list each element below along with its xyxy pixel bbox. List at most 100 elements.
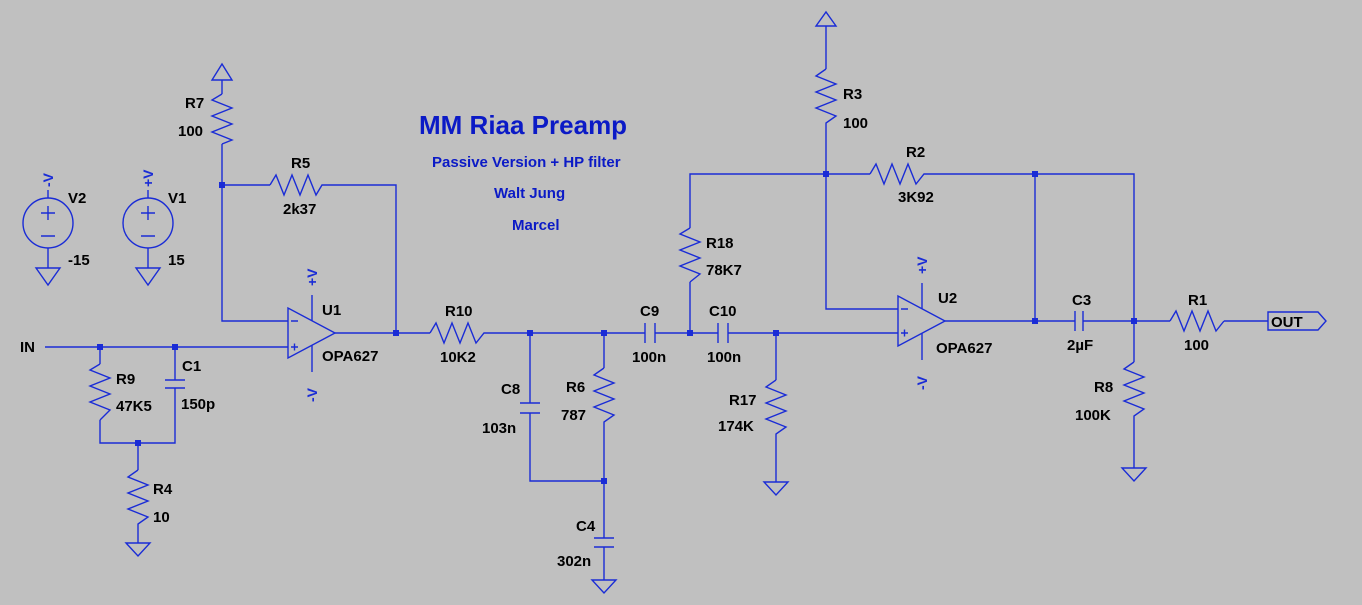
author-text: Walt Jung	[494, 185, 565, 202]
opamp-u2-pins	[901, 283, 923, 360]
resistor-r3	[814, 68, 838, 127]
resistor-r10	[429, 321, 490, 345]
subtitle-text: Passive Version + HP filter	[432, 154, 621, 171]
junction	[172, 344, 178, 350]
component-ref: V2	[68, 190, 86, 207]
component-value: 15	[168, 252, 185, 269]
annotations: MM Riaa Preamp Passive Version + HP filt…	[20, 86, 1303, 570]
rail-label: -V	[304, 387, 320, 402]
source-v1-signs	[141, 206, 155, 237]
source-v2-signs	[41, 206, 55, 237]
wire-c8-r6-c4	[529, 333, 605, 580]
title-text: MM Riaa Preamp	[419, 110, 627, 140]
component-value: 100	[843, 115, 868, 132]
opamps	[287, 283, 947, 372]
resistor-r6	[592, 367, 616, 428]
ground-icon	[134, 267, 162, 287]
junction	[219, 182, 225, 188]
component-ref: R9	[116, 371, 135, 388]
component-ref: C1	[182, 358, 201, 375]
wire-u1-feedback	[221, 80, 397, 333]
component-value: 100	[1184, 337, 1209, 354]
component-value: 78K7	[706, 262, 742, 279]
net-label-out: OUT	[1271, 314, 1303, 331]
ground-icon	[124, 542, 152, 558]
resistors	[88, 68, 1225, 530]
component-value: 2µF	[1067, 337, 1093, 354]
resistor-r1	[1169, 309, 1225, 333]
opamp-u1-pins	[291, 295, 313, 372]
component-ref: R5	[291, 155, 310, 172]
component-value: 100K	[1075, 407, 1111, 424]
junction	[823, 171, 829, 177]
component-value: 150p	[181, 396, 215, 413]
resistor-r7	[210, 93, 234, 145]
junction	[393, 330, 399, 336]
capacitor-c4	[594, 537, 614, 548]
component-ref: R2	[906, 144, 925, 161]
resistor-r5	[269, 173, 328, 197]
component-value: 2k37	[283, 201, 316, 218]
junction	[1032, 318, 1038, 324]
junction	[773, 330, 779, 336]
net-label-in: IN	[20, 339, 35, 356]
component-ref: V1	[168, 190, 186, 207]
ground-icon	[762, 481, 790, 497]
wire-u2-feedback	[689, 26, 1135, 333]
capacitor-c9	[644, 323, 656, 343]
junction	[601, 330, 607, 336]
capacitor-c10	[717, 323, 729, 343]
rail-label: -V	[40, 172, 56, 187]
resistor-r2	[869, 162, 930, 186]
component-ref: R8	[1094, 379, 1113, 396]
component-ref: R18	[706, 235, 734, 252]
capacitors	[165, 311, 1084, 548]
wire-u2-out	[945, 320, 1268, 468]
source-v2-circle	[22, 197, 74, 249]
output-port-flag	[1267, 311, 1327, 331]
sources	[22, 190, 174, 268]
component-value: 10	[153, 509, 170, 526]
rail-label: -V	[914, 375, 930, 390]
component-ref: R1	[1188, 292, 1207, 309]
component-ref: R10	[445, 303, 473, 320]
component-ref: R7	[185, 95, 204, 112]
supply-arrow-icon	[210, 62, 234, 81]
supply-arrow-icon	[814, 10, 838, 27]
author-text: Marcel	[512, 217, 560, 234]
component-value: 302n	[557, 553, 591, 570]
capacitor-c8	[520, 402, 540, 414]
junction	[1032, 171, 1038, 177]
junction	[1131, 318, 1137, 324]
wires	[45, 26, 1268, 580]
ground-icon	[34, 267, 62, 287]
junction	[527, 330, 533, 336]
supply-arrows	[210, 10, 838, 81]
component-ref: R3	[843, 86, 862, 103]
rail-label: +V	[304, 268, 320, 286]
component-ref: R6	[566, 379, 585, 396]
junction	[601, 478, 607, 484]
component-ref: R4	[153, 481, 173, 498]
component-ref: C4	[576, 518, 596, 535]
component-ref: C9	[640, 303, 659, 320]
component-value: OPA627	[322, 348, 378, 365]
component-ref: C10	[709, 303, 737, 320]
component-value: -15	[68, 252, 90, 269]
component-ref: U2	[938, 290, 957, 307]
ground-icon	[590, 579, 618, 595]
rail-label: +V	[140, 169, 156, 187]
junction	[97, 344, 103, 350]
grounds	[34, 267, 1148, 595]
component-ref: R17	[729, 392, 757, 409]
component-value: 100	[178, 123, 203, 140]
component-value: 787	[561, 407, 586, 424]
component-value: 47K5	[116, 398, 152, 415]
component-value: 103n	[482, 420, 516, 437]
component-value: 100n	[707, 349, 741, 366]
component-value: 174K	[718, 418, 754, 435]
junction	[135, 440, 141, 446]
junction	[687, 330, 693, 336]
component-ref: U1	[322, 302, 341, 319]
